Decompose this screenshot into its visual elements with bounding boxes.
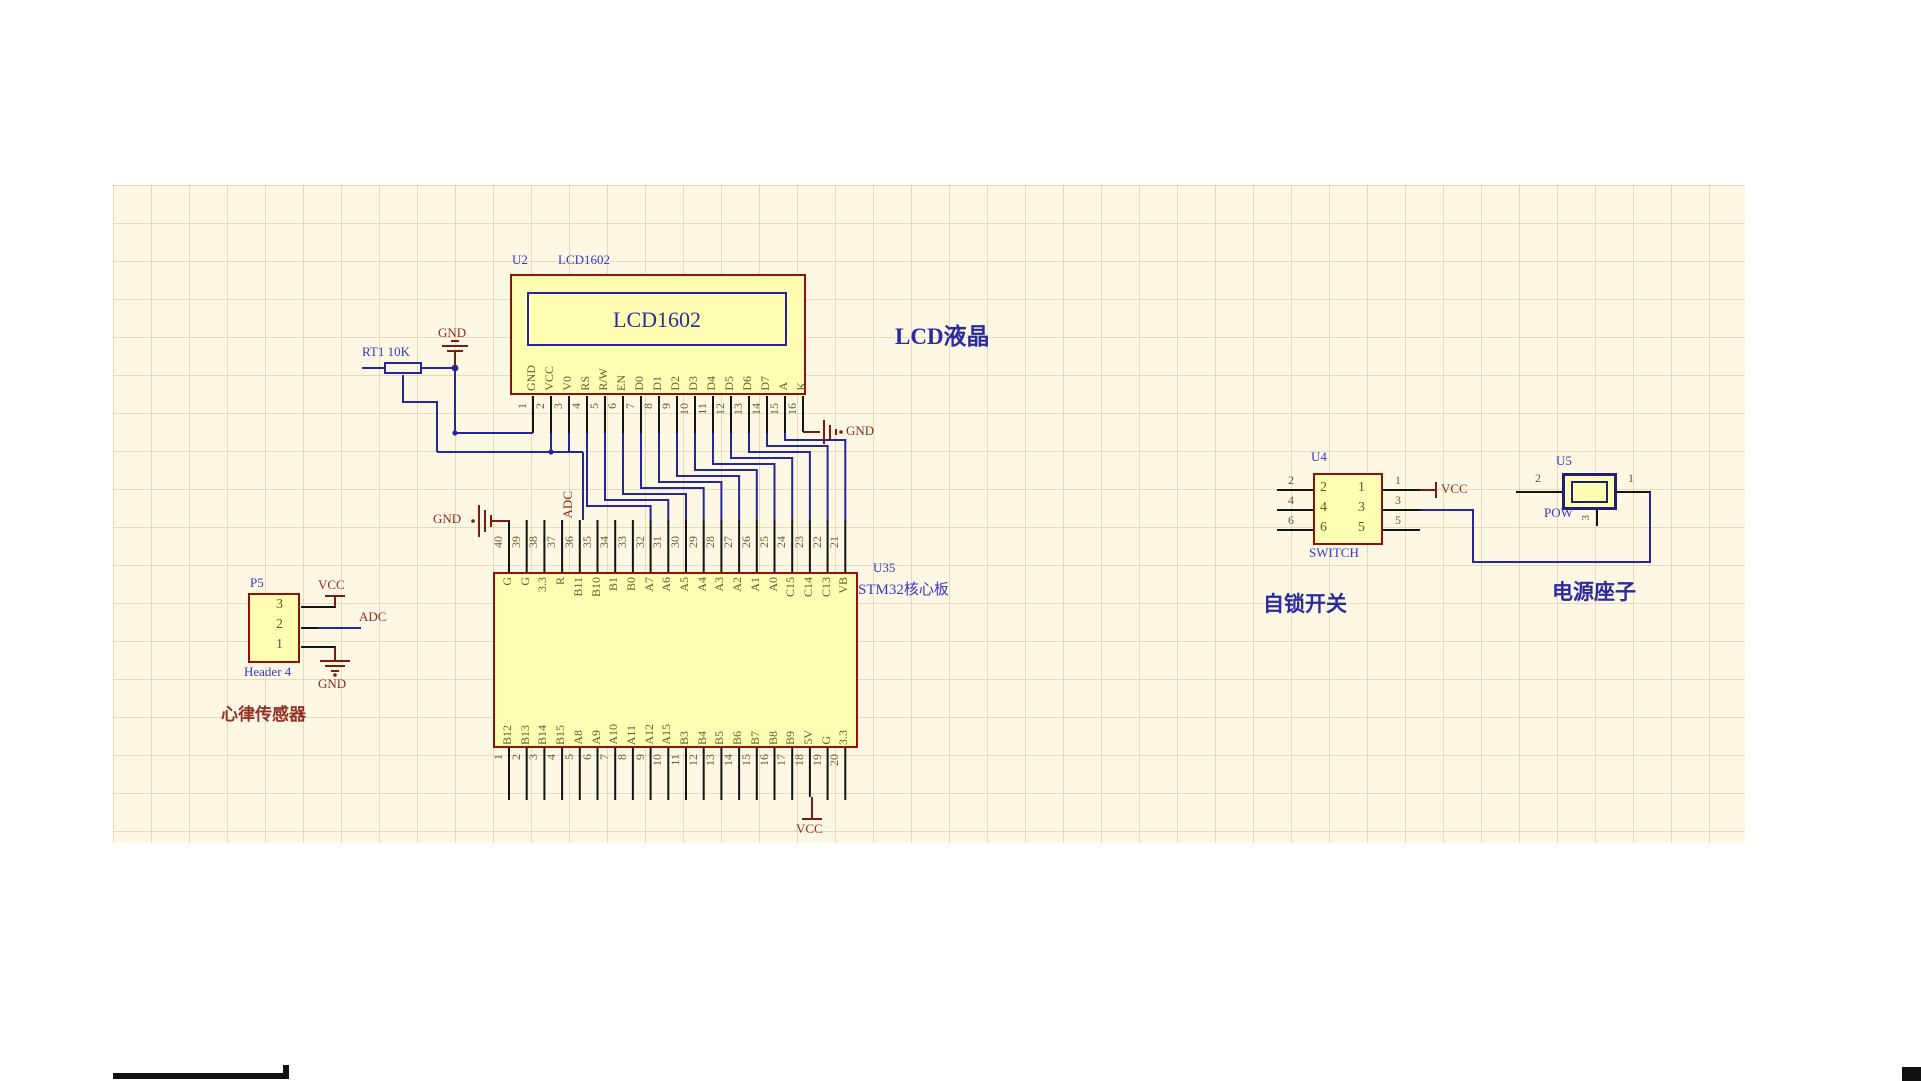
u5-pin-number: 1 bbox=[1628, 471, 1634, 485]
stm32-part-label[interactable]: STM32核心板 bbox=[858, 582, 949, 598]
wires[interactable] bbox=[318, 364, 1651, 629]
lcd1602-display-rect[interactable]: LCD1602 bbox=[527, 292, 787, 346]
u5-pin-number: 2 bbox=[1535, 471, 1541, 485]
sensor-annotation[interactable]: 心律传感器 bbox=[221, 705, 306, 724]
junction-dot bbox=[548, 449, 554, 455]
vcc-net-label[interactable]: VCC bbox=[796, 821, 823, 836]
p5-designator[interactable]: P5 bbox=[250, 575, 264, 590]
lcd-part-label[interactable]: LCD1602 bbox=[558, 252, 610, 267]
p5-pin-name: 2 bbox=[276, 617, 283, 632]
u4-pin-name: 1 bbox=[1358, 480, 1365, 495]
junction-dot bbox=[451, 364, 459, 372]
vcc-net-label[interactable]: VCC bbox=[1441, 481, 1468, 496]
header-p5-component-body[interactable] bbox=[248, 593, 300, 663]
u5-pin-number: 3 bbox=[1580, 515, 1592, 521]
scrollbar-fragment[interactable] bbox=[283, 1065, 289, 1079]
p5-pin-name: 1 bbox=[276, 637, 283, 652]
power-symbols[interactable] bbox=[320, 340, 1437, 820]
junction-dot bbox=[452, 430, 458, 436]
lcd-designator[interactable]: U2 bbox=[512, 252, 528, 267]
gnd-net-label[interactable]: GND bbox=[318, 676, 347, 691]
u4-pin-number: 4 bbox=[1288, 493, 1294, 507]
adc-net-label[interactable]: ADC bbox=[560, 490, 575, 518]
scrollbar-fragment[interactable] bbox=[1902, 1067, 1921, 1081]
u4-pin-number: 6 bbox=[1288, 513, 1294, 527]
u5-part-label[interactable]: POW bbox=[1544, 505, 1573, 520]
u4-designator[interactable]: U4 bbox=[1311, 449, 1327, 464]
gnd-net-label[interactable]: GND bbox=[438, 325, 467, 340]
switch-component-body[interactable] bbox=[1313, 473, 1383, 545]
rt1-designator-value[interactable]: RT1 10K bbox=[362, 344, 410, 359]
stm32-designator[interactable]: U35 bbox=[873, 560, 896, 575]
gnd-dot bbox=[471, 519, 475, 523]
u4-pin-name: 4 bbox=[1320, 500, 1327, 515]
u4-pin-name: 3 bbox=[1358, 500, 1365, 515]
u4-part-label[interactable]: SWITCH bbox=[1309, 545, 1359, 560]
u5-designator[interactable]: U5 bbox=[1556, 453, 1572, 468]
gnd-net-label[interactable]: GND bbox=[846, 423, 875, 438]
jack-annotation[interactable]: 电源座子 bbox=[1552, 580, 1636, 604]
p5-pin-name: 3 bbox=[276, 597, 283, 612]
u4-pin-name: 6 bbox=[1320, 520, 1327, 535]
u4-pin-name: 2 bbox=[1320, 480, 1327, 495]
u4-pin-number: 3 bbox=[1395, 493, 1401, 507]
adc-net-label[interactable]: ADC bbox=[359, 609, 387, 624]
scrollbar-fragment[interactable] bbox=[113, 1073, 285, 1079]
u4-pin-number: 2 bbox=[1288, 473, 1294, 487]
pin-stubs[interactable] bbox=[301, 396, 1651, 800]
power-jack-inner-rect bbox=[1571, 481, 1608, 503]
gnd-dot bbox=[839, 430, 843, 434]
rt1-potentiometer-body[interactable] bbox=[384, 362, 422, 374]
p5-part-label[interactable]: Header 4 bbox=[244, 664, 292, 679]
gnd-net-label[interactable]: GND bbox=[433, 511, 462, 526]
u4-pin-number: 1 bbox=[1395, 473, 1401, 487]
vcc-net-label[interactable]: VCC bbox=[318, 577, 345, 592]
stm32-component-body[interactable] bbox=[493, 572, 858, 748]
u4-pin-name: 5 bbox=[1358, 520, 1365, 535]
lcd-annotation[interactable]: LCD液晶 bbox=[895, 324, 990, 349]
u4-pin-number: 5 bbox=[1395, 513, 1401, 527]
switch-annotation[interactable]: 自锁开关 bbox=[1263, 592, 1347, 616]
gnd-dot bbox=[333, 673, 337, 677]
